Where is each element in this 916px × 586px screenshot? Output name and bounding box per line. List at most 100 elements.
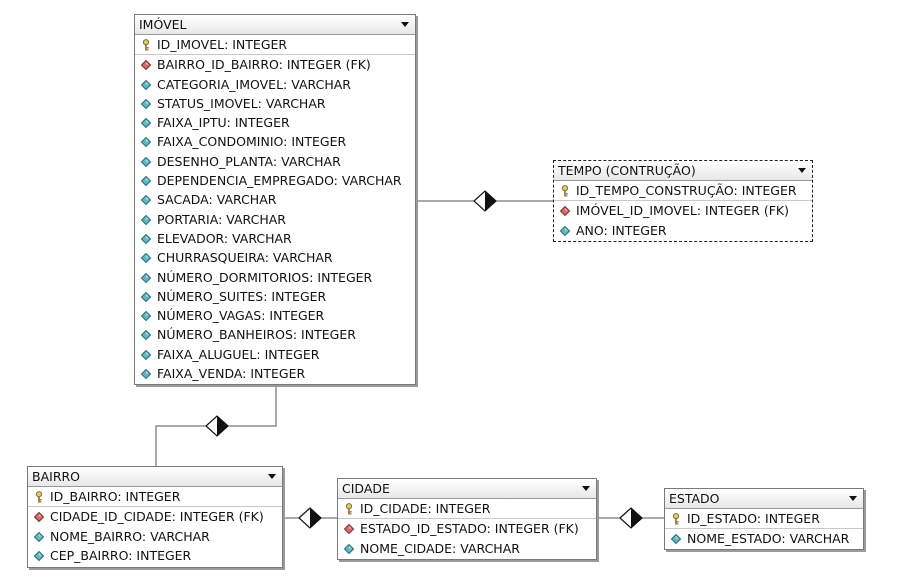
field-label: FAIXA_IPTU: INTEGER [157, 115, 290, 131]
column-icon [141, 311, 151, 322]
column-icon [141, 369, 151, 380]
column-row[interactable]: DESENHO_PLANTA: VARCHAR [135, 152, 415, 171]
field-label: NÚMERO_BANHEIROS: INTEGER [157, 327, 356, 343]
dropdown-arrow-icon[interactable] [401, 22, 409, 27]
field-label: NÚMERO_SUITES: INTEGER [157, 288, 327, 304]
column-icon [141, 98, 151, 109]
column-icon [141, 253, 151, 264]
relationship-diamond-imovel-tempo [473, 190, 497, 212]
foreign-key-row[interactable]: ESTADO_ID_ESTADO: INTEGER (FK) [338, 519, 596, 538]
field-label: DEPENDENCIA_EMPREGADO: VARCHAR [157, 173, 402, 189]
field-label: PORTARIA: VARCHAR [157, 211, 286, 227]
column-row[interactable]: CEP_BAIRRO: INTEGER [28, 546, 282, 565]
entity-title: CIDADE [342, 481, 390, 496]
primary-key-row[interactable]: ID_CIDADE: INTEGER [338, 499, 596, 520]
column-icon [141, 330, 151, 341]
entity-tempo-construcao[interactable]: TEMPO (CONTRUÇÃO) ID_TEMPO_CONSTRUÇÃO: IN… [553, 160, 813, 242]
column-row[interactable]: FAIXA_VENDA: INTEGER [135, 364, 415, 383]
field-label: NÚMERO_DORMITORIOS: INTEGER [157, 269, 373, 285]
field-label: FAIXA_VENDA: INTEGER [157, 366, 306, 382]
column-row[interactable]: ANO: INTEGER [554, 221, 812, 240]
field-label: ESTADO_ID_ESTADO: INTEGER (FK) [360, 521, 579, 537]
column-row[interactable]: CATEGORIA_IMOVEL: VARCHAR [135, 75, 415, 94]
column-icon [141, 137, 151, 148]
field-label: CHURRASQUEIRA: VARCHAR [157, 250, 333, 266]
primary-key-label: ID_ESTADO: INTEGER [687, 511, 820, 526]
entity-imovel[interactable]: IMÓVEL ID_IMOVEL: INTEGER BAIRRO_ID_BAIRRO… [134, 14, 416, 385]
column-row[interactable]: FAIXA_IPTU: INTEGER [135, 113, 415, 132]
dropdown-arrow-icon[interactable] [268, 474, 276, 479]
column-icon [671, 534, 681, 545]
entity-header[interactable]: CIDADE [338, 479, 596, 499]
foreign-key-icon [344, 524, 354, 535]
field-label: NOME_ESTADO: VARCHAR [687, 531, 850, 547]
foreign-key-row[interactable]: IMÓVEL_ID_IMOVEL: INTEGER (FK) [554, 201, 812, 220]
field-label: IMÓVEL_ID_IMOVEL: INTEGER (FK) [576, 203, 789, 219]
dropdown-arrow-icon[interactable] [849, 496, 857, 501]
foreign-key-row[interactable]: CIDADE_ID_CIDADE: INTEGER (FK) [28, 507, 282, 526]
field-label: STATUS_IMOVEL: VARCHAR [157, 95, 326, 111]
key-icon [345, 503, 353, 515]
column-row[interactable]: NOME_BAIRRO: VARCHAR [28, 527, 282, 546]
field-label: ELEVADOR: VARCHAR [157, 230, 292, 246]
entity-header[interactable]: TEMPO (CONTRUÇÃO) [554, 161, 812, 181]
entity-header[interactable]: BAIRRO [28, 467, 282, 487]
column-row[interactable]: NÚMERO_SUITES: INTEGER [135, 287, 415, 306]
column-row[interactable]: PORTARIA: VARCHAR [135, 210, 415, 229]
primary-key-row[interactable]: ID_BAIRRO: INTEGER [28, 487, 282, 508]
column-icon [141, 195, 151, 206]
column-row[interactable]: NÚMERO_DORMITORIOS: INTEGER [135, 268, 415, 287]
primary-key-label: ID_IMOVEL: INTEGER [157, 37, 288, 52]
foreign-key-row[interactable]: BAIRRO_ID_BAIRRO: INTEGER (FK) [135, 55, 415, 74]
primary-key-row[interactable]: ID_ESTADO: INTEGER [665, 509, 863, 530]
column-row[interactable]: SACADA: VARCHAR [135, 190, 415, 209]
column-icon [141, 176, 151, 187]
primary-key-row[interactable]: ID_IMOVEL: INTEGER [135, 35, 415, 56]
relationship-diamond-cidade-estado [619, 507, 643, 529]
field-label: CEP_BAIRRO: INTEGER [50, 547, 192, 563]
column-row[interactable]: CHURRASQUEIRA: VARCHAR [135, 248, 415, 267]
field-label: NOME_CIDADE: VARCHAR [360, 540, 520, 556]
field-label: CIDADE_ID_CIDADE: INTEGER (FK) [50, 509, 264, 525]
relationship-diamond-bairro-cidade [298, 507, 322, 529]
column-icon [141, 233, 151, 244]
column-icon [34, 531, 44, 542]
field-label: DESENHO_PLANTA: VARCHAR [157, 153, 341, 169]
field-label: CATEGORIA_IMOVEL: VARCHAR [157, 76, 351, 92]
column-row[interactable]: NÚMERO_VAGAS: INTEGER [135, 306, 415, 325]
column-row[interactable]: NOME_ESTADO: VARCHAR [665, 529, 863, 548]
column-row[interactable]: ELEVADOR: VARCHAR [135, 229, 415, 248]
column-icon [141, 118, 151, 129]
dropdown-arrow-icon[interactable] [582, 486, 590, 491]
column-row[interactable]: FAIXA_CONDOMINIO: INTEGER [135, 132, 415, 151]
entity-title: ESTADO [669, 491, 720, 506]
entity-title: BAIRRO [32, 469, 81, 484]
foreign-key-icon [34, 512, 44, 523]
column-icon [141, 291, 151, 302]
column-row[interactable]: FAIXA_ALUGUEL: INTEGER [135, 345, 415, 364]
relationship-diamond-imovel-bairro [205, 415, 229, 437]
primary-key-row[interactable]: ID_TEMPO_CONSTRUÇÃO: INTEGER [554, 181, 812, 202]
column-row[interactable]: STATUS_IMOVEL: VARCHAR [135, 94, 415, 113]
foreign-key-icon [560, 206, 570, 217]
dropdown-arrow-icon[interactable] [798, 168, 806, 173]
column-icon [141, 349, 151, 360]
column-icon [560, 225, 570, 236]
field-label: SACADA: VARCHAR [157, 192, 277, 208]
column-icon [141, 214, 151, 225]
column-row[interactable]: NOME_CIDADE: VARCHAR [338, 539, 596, 558]
entity-title: TEMPO (CONTRUÇÃO) [558, 163, 696, 178]
column-icon [34, 550, 44, 561]
key-icon [142, 39, 150, 51]
entity-header[interactable]: IMÓVEL [135, 15, 415, 35]
foreign-key-icon [141, 60, 151, 71]
column-row[interactable]: DEPENDENCIA_EMPREGADO: VARCHAR [135, 171, 415, 190]
entity-header[interactable]: ESTADO [665, 489, 863, 509]
field-label: BAIRRO_ID_BAIRRO: INTEGER (FK) [157, 57, 371, 73]
column-icon [141, 156, 151, 167]
entity-estado[interactable]: ESTADO ID_ESTADO: INTEGER NOME_ESTADO: VAR… [664, 488, 864, 550]
column-row[interactable]: NÚMERO_BANHEIROS: INTEGER [135, 325, 415, 344]
field-label: NÚMERO_VAGAS: INTEGER [157, 308, 325, 324]
